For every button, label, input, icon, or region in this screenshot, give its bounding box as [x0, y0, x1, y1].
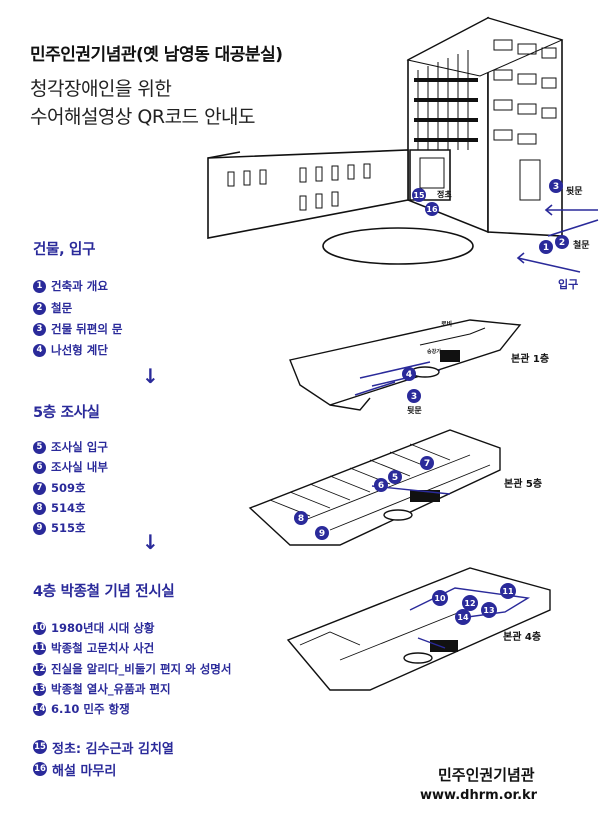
list-item: 12 진실을 알리다_비둘기 편지 와 성명서	[33, 660, 231, 678]
number-badge: 3	[33, 322, 46, 336]
lobby-label: 로비	[441, 320, 452, 328]
list-item: 5 조사실 입구	[33, 438, 108, 456]
list-item-label: 철문	[51, 301, 73, 315]
list-item-label: 나선형 계단	[51, 343, 108, 357]
list-item: 8 514호	[33, 499, 86, 517]
svg-text:1: 1	[543, 243, 549, 253]
number-badge: 5	[33, 440, 46, 454]
svg-text:10: 10	[434, 594, 446, 603]
list-item: 6 조사실 내부	[33, 458, 108, 476]
number-badge: 12	[33, 662, 46, 676]
floor5-label: 본관 5층	[504, 477, 542, 490]
list-item-label: 박종철 열사_유품과 편지	[51, 682, 171, 696]
list-item: 3 건물 뒤편의 문	[33, 320, 123, 338]
list-item: 15 정초: 김수근과 김치열	[33, 737, 174, 757]
subtitle-line-2: 수어해설영상 QR코드 안내도	[30, 106, 256, 128]
floor1-label: 본관 1층	[511, 352, 549, 365]
list-item: 2 철문	[33, 299, 72, 317]
svg-text:7: 7	[424, 459, 430, 469]
number-badge: 14	[33, 702, 46, 716]
number-badge: 10	[33, 621, 46, 635]
number-badge: 9	[33, 521, 46, 535]
number-badge: 7	[33, 481, 46, 495]
svg-text:12: 12	[464, 599, 475, 608]
list-item: 10 1980년대 시대 상황	[33, 619, 155, 637]
website-link[interactable]: www.dhrm.or.kr	[420, 788, 538, 803]
svg-text:13: 13	[483, 606, 494, 615]
list-item-label: 조사실 내부	[51, 460, 108, 474]
number-badge: 6	[33, 460, 46, 474]
list-item-label: 6.10 민주 항쟁	[51, 702, 130, 716]
number-badge: 13	[33, 682, 46, 696]
list-item-label: 조사실 입구	[51, 440, 108, 454]
number-badge: 8	[33, 501, 46, 515]
number-badge: 2	[33, 301, 46, 315]
list-item-label: 해설 마무리	[52, 763, 117, 779]
list-item-label: 진실을 알리다_비둘기 편지 와 성명서	[51, 662, 232, 676]
floor5-markers: 7 6 5 8 9	[294, 456, 434, 540]
floor4-label: 본관 4층	[503, 630, 541, 643]
svg-text:5: 5	[392, 473, 398, 483]
list-item-label: 건축과 개요	[51, 279, 108, 293]
section-title-floor4: 4층 박종철 기념 전시실	[33, 584, 175, 600]
building-illustration	[207, 16, 599, 273]
floor1-markers: 4 3	[402, 367, 421, 403]
subtitle-line-1: 청각장애인을 위한	[30, 78, 172, 100]
list-item: 11 박종철 고문치사 사건	[33, 639, 154, 657]
back-door-label: 뒷문	[566, 185, 583, 197]
list-item-label: 정초: 김수근과 김치열	[52, 741, 174, 757]
svg-text:9: 9	[319, 529, 325, 539]
number-badge: 16	[33, 762, 47, 776]
floor4-plan	[286, 567, 551, 691]
iron-door-label: 철문	[573, 239, 590, 251]
elevator-label: 승강기	[427, 348, 441, 355]
number-badge: 4	[33, 343, 46, 357]
svg-text:2: 2	[559, 238, 565, 248]
floor4-markers: 10 11 12 13 14	[432, 583, 516, 625]
section-title-building: 건물, 입구	[33, 242, 96, 258]
number-badge: 1	[33, 279, 46, 293]
list-item: 9 515호	[33, 519, 86, 537]
list-item-label: 509호	[51, 481, 86, 495]
list-item-label: 1980년대 시대 상황	[51, 621, 155, 635]
floor1-back-door-label: 뒷문	[407, 405, 422, 415]
list-item-label: 514호	[51, 501, 86, 515]
svg-text:3: 3	[411, 392, 417, 402]
list-item: 16 해설 마무리	[33, 759, 116, 779]
list-item: 7 509호	[33, 479, 86, 497]
list-item: 14 6.10 민주 항쟁	[33, 700, 130, 718]
page-title: 민주인권기념관(옛 남영동 대공분실)	[30, 45, 283, 65]
list-item: 1 건축과 개요	[33, 277, 108, 295]
list-item-label: 박종철 고문치사 사건	[51, 641, 155, 655]
svg-text:15: 15	[413, 191, 425, 200]
svg-text:3: 3	[553, 182, 559, 192]
svg-text:11: 11	[502, 587, 514, 596]
svg-text:14: 14	[457, 613, 469, 622]
number-badge: 11	[33, 641, 46, 655]
down-arrow-icon: ↓	[142, 530, 159, 554]
list-item-label: 건물 뒤편의 문	[51, 322, 123, 336]
cornerstone-label: 정초	[437, 189, 452, 199]
list-item: 13 박종철 열사_유품과 편지	[33, 680, 171, 698]
floor1-plan	[289, 319, 522, 411]
entrance-label: 입구	[558, 278, 578, 291]
list-item: 4 나선형 계단	[33, 341, 108, 359]
number-badge: 15	[33, 740, 47, 754]
down-arrow-icon: ↓	[142, 364, 159, 388]
section-title-floor5: 5층 조사실	[33, 405, 100, 421]
org-name: 민주인권기념관	[438, 766, 535, 784]
building-markers: 15 16 3 1 2	[412, 179, 569, 254]
svg-text:6: 6	[378, 481, 384, 491]
list-item-label: 515호	[51, 521, 86, 535]
svg-text:4: 4	[406, 370, 412, 380]
svg-text:8: 8	[298, 514, 304, 524]
svg-text:16: 16	[426, 205, 438, 214]
